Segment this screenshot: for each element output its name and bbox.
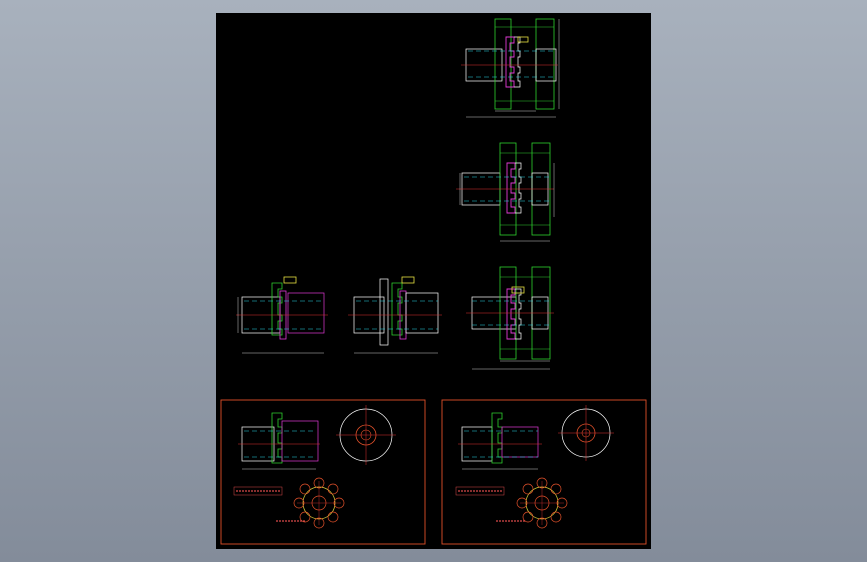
coupling-half-middle xyxy=(348,276,442,354)
detail-sheet-right xyxy=(441,399,647,545)
cad-drawing xyxy=(220,18,647,545)
detail-sheet-left xyxy=(220,399,426,545)
coupling-assembly-a xyxy=(461,18,560,118)
coupling-assembly-c xyxy=(466,266,554,370)
coupling-half-left xyxy=(236,276,328,354)
elastic-element xyxy=(505,36,515,88)
coupling-assembly-b xyxy=(456,142,555,242)
bolt xyxy=(517,36,529,43)
drawing-sheet xyxy=(216,13,651,549)
hub-left-green xyxy=(494,18,512,110)
hub-right-green xyxy=(535,18,555,110)
